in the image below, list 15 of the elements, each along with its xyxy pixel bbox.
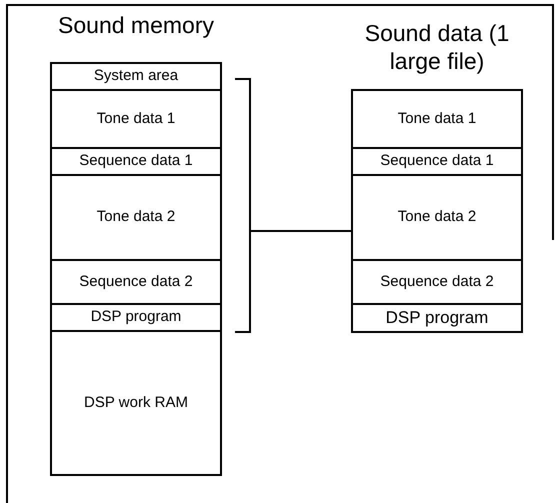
column-heading: Sound data (1 large file) bbox=[364, 20, 510, 76]
memory-segment: Tone data 1 bbox=[351, 89, 523, 149]
column-heading: Sound memory bbox=[57, 12, 215, 40]
memory-segment: Sequence data 2 bbox=[50, 259, 222, 305]
memory-segment: Sequence data 2 bbox=[351, 259, 523, 305]
memory-segment: Sequence data 1 bbox=[351, 147, 523, 176]
memory-segment: Tone data 1 bbox=[50, 89, 222, 149]
memory-segment: System area bbox=[50, 62, 222, 91]
memory-segment: DSP program bbox=[50, 303, 222, 332]
memory-segment: DSP work RAM bbox=[50, 330, 222, 476]
memory-segment: Tone data 2 bbox=[50, 174, 222, 261]
memory-segment: Sequence data 1 bbox=[50, 147, 222, 176]
memory-segment: Tone data 2 bbox=[351, 174, 523, 261]
bracket-connector bbox=[234, 78, 352, 333]
memory-segment: DSP program bbox=[351, 303, 523, 333]
